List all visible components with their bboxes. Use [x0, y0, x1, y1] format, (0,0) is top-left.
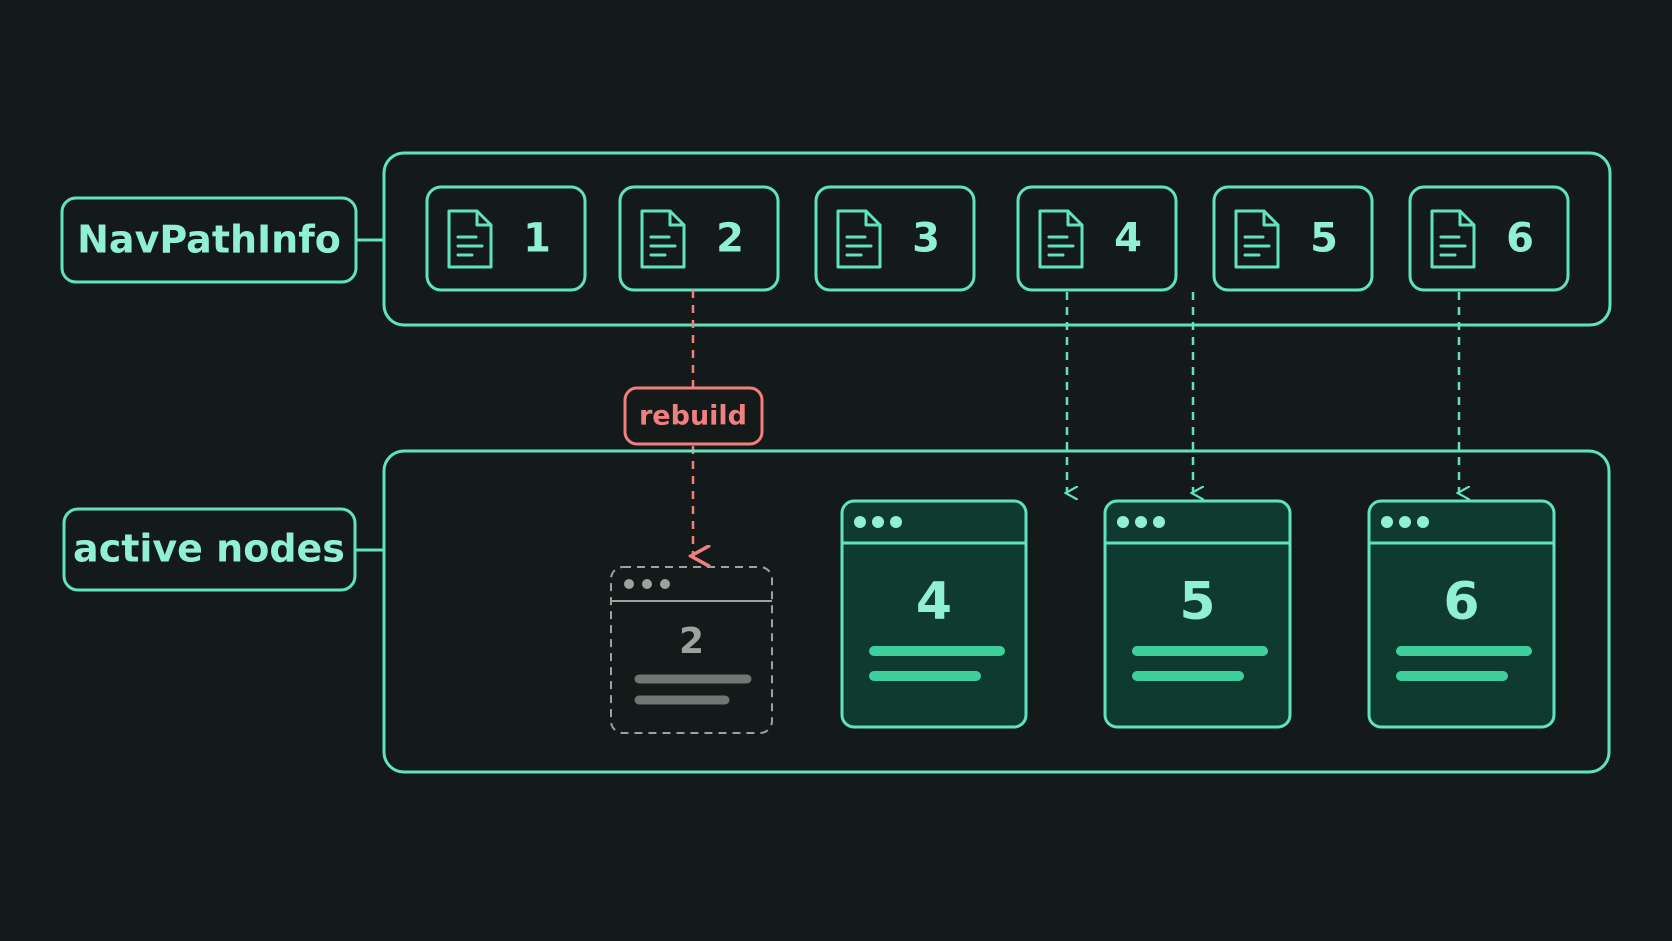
node-label: 2: [679, 621, 704, 662]
node-cards: 2 4 5 6: [610, 499, 1556, 734]
node-card-6: 6: [1367, 499, 1556, 729]
node-card-2: 2: [610, 566, 773, 734]
path-entry-label: 2: [716, 216, 744, 262]
window-dot: [624, 579, 634, 589]
window-dot: [1417, 516, 1429, 528]
document-icon: [836, 209, 882, 269]
nav-path-info-label: NavPathInfo: [60, 196, 358, 284]
path-entry-label: 5: [1310, 216, 1338, 262]
nav-path-info-text: NavPathInfo: [77, 218, 341, 262]
path-entry-label: 4: [1114, 216, 1142, 262]
path-entry-label: 6: [1506, 216, 1534, 262]
node-card-5: 5: [1103, 499, 1292, 729]
window-dot: [1135, 516, 1147, 528]
window-dot: [854, 516, 866, 528]
window-dot: [890, 516, 902, 528]
window-dot: [1381, 516, 1393, 528]
active-nodes-label: active nodes: [62, 507, 357, 592]
window-dot: [1117, 516, 1129, 528]
node-label: 6: [1443, 572, 1479, 632]
window-dot: [1153, 516, 1165, 528]
window-dot: [660, 579, 670, 589]
path-entry-4: 4: [1016, 185, 1178, 292]
rebuild-text: rebuild: [639, 401, 747, 432]
document-icon: [1038, 209, 1084, 269]
path-entry-label: 1: [523, 216, 551, 262]
path-entry-label: 3: [912, 216, 940, 262]
document-icon: [640, 209, 686, 269]
path-entry-3: 3: [814, 185, 976, 292]
window-dot: [1399, 516, 1411, 528]
node-label: 5: [1179, 572, 1215, 632]
rebuild-badge: rebuild: [623, 386, 764, 446]
path-entry-5: 5: [1212, 185, 1374, 292]
window-dot: [642, 579, 652, 589]
node-card-4: 4: [840, 499, 1028, 729]
path-entry-6: 6: [1408, 185, 1570, 292]
active-nodes-container: [382, 449, 1611, 774]
nav-path-container: [382, 151, 1612, 327]
path-entry-2: 2: [618, 185, 780, 292]
document-icon: [1234, 209, 1280, 269]
window-dot: [872, 516, 884, 528]
path-entries: 1 2 3 4 5 6: [425, 185, 1570, 292]
path-entry-1: 1: [425, 185, 587, 292]
node-label: 4: [916, 572, 952, 632]
document-icon: [447, 209, 493, 269]
active-nodes-text: active nodes: [73, 527, 345, 571]
document-icon: [1430, 209, 1476, 269]
